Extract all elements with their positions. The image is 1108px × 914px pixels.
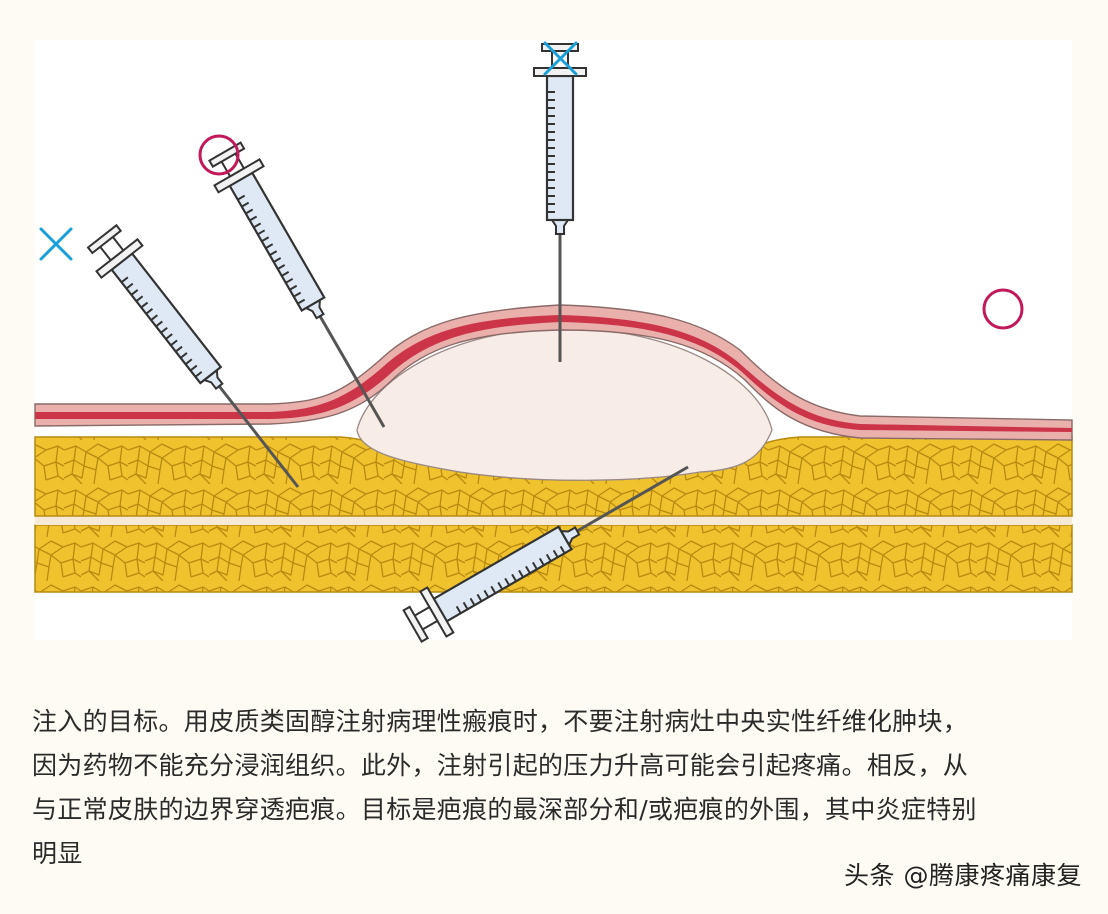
wrong-mark-icon: [543, 41, 578, 76]
caption-line: 与正常皮肤的边界穿透疤痕。目标是疤痕的最深部分和/或疤痕的外围，其中炎症特别: [32, 795, 977, 824]
source-watermark: 头条 @腾康疼痛康复: [844, 861, 1082, 890]
caption-line: 因为药物不能充分浸润组织。此外，注射引起的压力升高可能会引起疼痛。相反，从: [32, 751, 969, 780]
skin-epidermis: [34, 304, 1073, 441]
caption-line: 注入的目标。用皮质类固醇注射病理性瘢痕时，不要注射病灶中央实性纤维化肿块，: [32, 707, 969, 736]
correct-mark-icon: [982, 288, 1024, 330]
correct-mark-icon: [198, 134, 240, 176]
caption-line: 明显: [32, 839, 83, 868]
wrong-mark-icon: [39, 227, 73, 261]
scar-lesion: [356, 327, 773, 481]
injection-diagram: [34, 40, 1073, 651]
figure-caption: 注入的目标。用皮质类固醇注射病理性瘢痕时，不要注射病灶中央实性纤维化肿块， 因为…: [32, 700, 1092, 876]
